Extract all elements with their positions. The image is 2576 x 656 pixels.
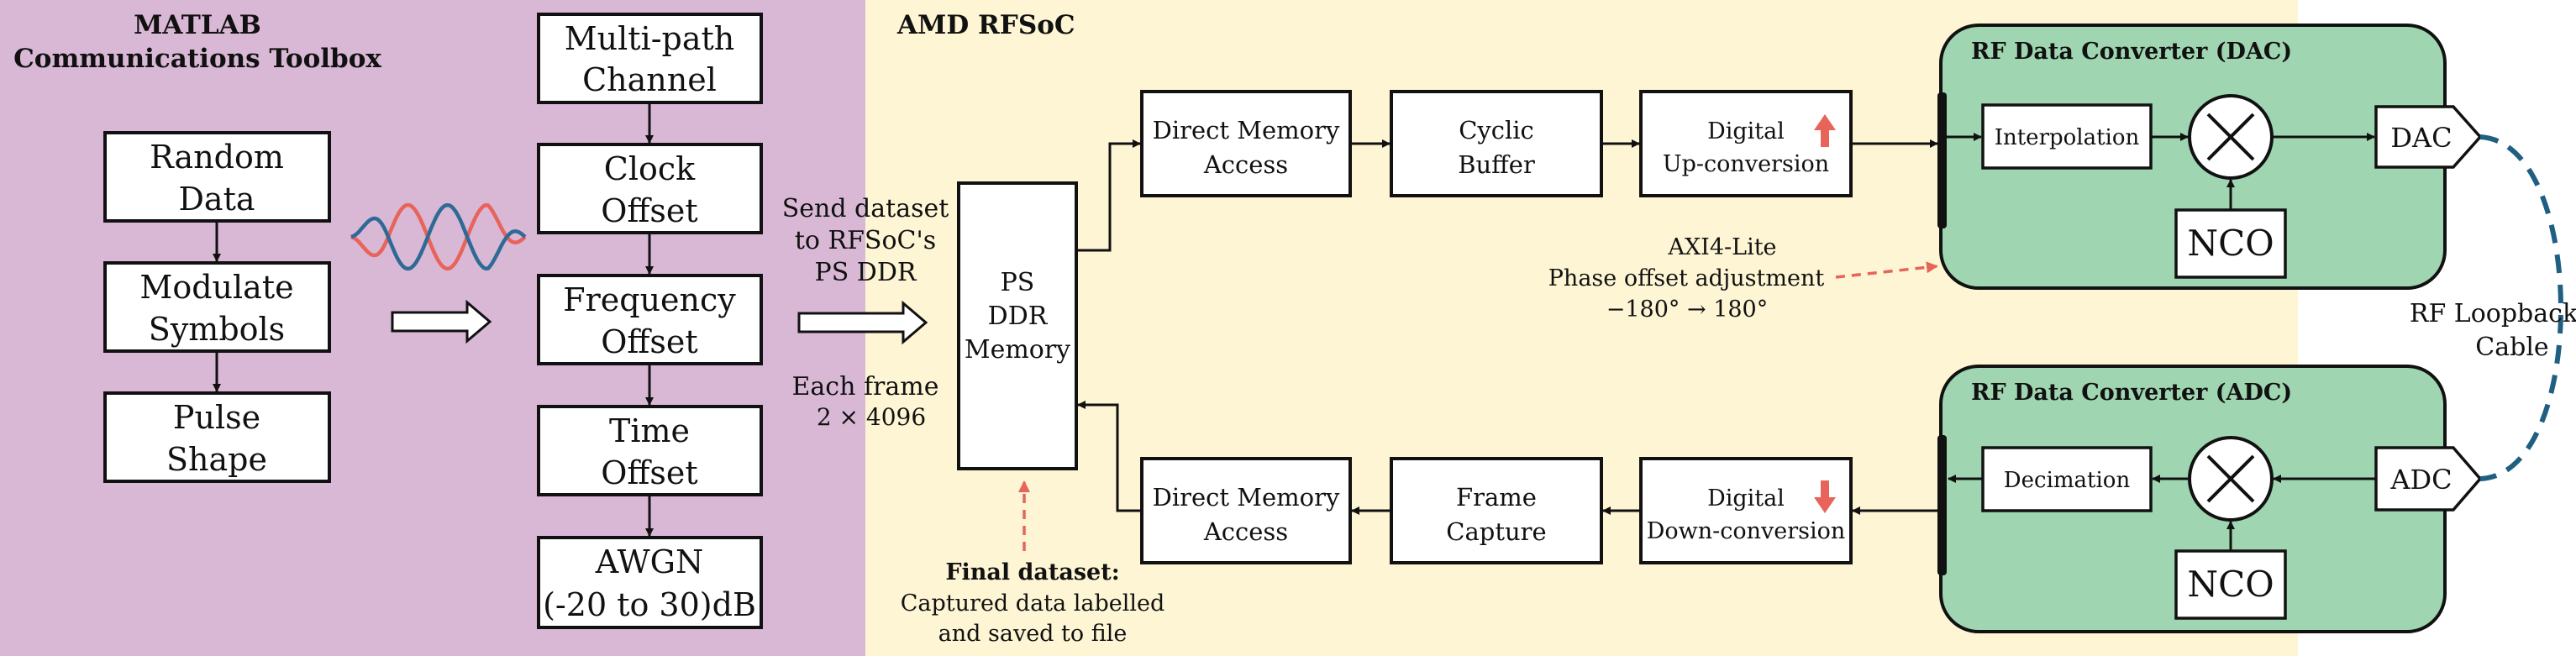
awgn-block: AWGN (-20 to 30)dB [537, 536, 763, 629]
frame-capture-block: Frame Capture [1390, 457, 1603, 564]
dma-bottom-label-1: Direct Memory [1153, 483, 1340, 512]
ddc-label-2: Down-conversion [1647, 518, 1846, 544]
clock-offset-label-1: Clock [604, 150, 696, 187]
adc-bus-bar [1937, 435, 1947, 575]
frame-size-line-2: 2 × 4096 [817, 403, 926, 431]
ddc-label-1: Digital [1707, 485, 1785, 512]
capture-label-2: Capture [1446, 517, 1546, 546]
dma-top-label-2: Access [1203, 150, 1288, 179]
modulate-label-1: Modulate [139, 269, 293, 306]
modulate-symbols-block: Modulate Symbols [103, 261, 331, 353]
adc-port-label: ADC [2389, 464, 2452, 496]
dac-converter-title: RF Data Converter (DAC) [1971, 39, 2292, 65]
up-arrow-icon [1814, 114, 1836, 147]
clock-offset-label-2: Offset [601, 192, 697, 229]
decimation-label: Decimation [2004, 468, 2131, 493]
time-offset-label-2: Offset [601, 454, 697, 491]
final-dataset-title: Final dataset: [945, 559, 1119, 585]
dma-top-block: Direct Memory Access [1140, 90, 1352, 197]
freq-offset-label-1: Frequency [563, 281, 736, 318]
frame-size-line-1: Each frame [792, 372, 939, 401]
adc-nco-block [2174, 549, 2287, 620]
phase-offset-label: Phase offset adjustment [1548, 265, 1825, 291]
modulate-label-2: Symbols [149, 311, 285, 348]
interpolation-label: Interpolation [1995, 125, 2140, 150]
digital-upconversion-block: Digital Up-conversion [1639, 90, 1853, 197]
decimation-block [1981, 446, 2153, 512]
adc-port [2374, 446, 2483, 512]
ps-label: PS [1001, 268, 1035, 297]
duc-label-2: Up-conversion [1663, 151, 1829, 177]
memory-label: Memory [965, 335, 1070, 365]
final-dataset-line-2: Captured data labelled [901, 590, 1164, 617]
cyclic-buffer-block: Cyclic Buffer [1390, 90, 1603, 197]
waveform-icon [350, 202, 527, 271]
clock-offset-block: Clock Offset [537, 143, 763, 234]
awgn-label-1: AWGN [595, 543, 704, 580]
adc-converter-title: RF Data Converter (ADC) [1971, 380, 2292, 406]
axi-note-arrow [1835, 261, 1938, 279]
down-arrow-icon [1814, 480, 1836, 513]
final-dataset-line-3: and saved to file [938, 621, 1128, 647]
loopback-label-1: RF Loopback [2410, 299, 2576, 328]
multipath-label-1: Multi-path [565, 20, 735, 57]
dma-top-label-1: Direct Memory [1153, 116, 1340, 144]
rf-data-converter-adc: RF Data Converter (ADC) Decimation NCO A… [1937, 365, 2483, 633]
rf-loopback-cable [2479, 134, 2563, 481]
hollow-arrow-to-rfsoc [797, 300, 928, 345]
duc-label-1: Digital [1707, 118, 1785, 144]
cyclic-label-2: Buffer [1458, 150, 1535, 179]
adc-nco-label: NCO [2187, 564, 2274, 605]
dac-port [2374, 105, 2483, 169]
cyclic-label-1: Cyclic [1459, 116, 1534, 144]
loopback-label-2: Cable [2475, 333, 2548, 362]
waveform-red [350, 202, 527, 271]
ps-ddr-memory-block: PS DDR Memory [957, 181, 1078, 470]
dac-nco-label: NCO [2187, 223, 2274, 264]
random-data-label-2: Data [178, 181, 255, 218]
phase-range-label: −180° → 180° [1606, 297, 1768, 323]
ps-to-dma-top-arrow [1076, 139, 1141, 252]
send-dataset-line-2: to RFSoC's [795, 226, 936, 255]
ddr-label: DDR [988, 302, 1049, 331]
capture-label-1: Frame [1456, 483, 1537, 512]
dma-bottom-to-ps-arrow [1077, 401, 1142, 512]
dma-bottom-label-2: Access [1203, 517, 1288, 546]
frequency-offset-block: Frequency Offset [537, 274, 763, 365]
dac-port-label: DAC [2390, 122, 2452, 154]
rf-data-converter-dac: RF Data Converter (DAC) Interpolation NC… [1937, 24, 2483, 290]
digital-downconversion-block: Digital Down-conversion [1639, 457, 1853, 564]
waveform-blue [350, 202, 527, 271]
axi-lite-label: AXI4-Lite [1667, 234, 1776, 260]
adc-mixer-icon [2188, 436, 2274, 522]
rfsoc-title: AMD RFSoC [896, 10, 1075, 40]
dac-bus-bar [1937, 92, 1947, 228]
random-data-block: Random Data [103, 131, 331, 223]
pulse-shape-label-2: Shape [166, 441, 267, 478]
hollow-arrow-to-channel [391, 299, 492, 344]
random-data-label-1: Random [150, 139, 284, 176]
pulse-shape-label-1: Pulse [173, 399, 260, 436]
multipath-channel-block: Multi-path Channel [537, 13, 763, 104]
freq-offset-label-2: Offset [601, 323, 697, 360]
pulse-shape-block: Pulse Shape [103, 391, 331, 483]
send-dataset-line-1: Send dataset [782, 194, 949, 223]
time-offset-block: Time Offset [537, 405, 763, 496]
matlab-subtitle: Communications Toolbox [13, 44, 381, 74]
time-offset-label-1: Time [609, 412, 690, 449]
dma-bottom-block: Direct Memory Access [1140, 457, 1352, 564]
multipath-label-2: Channel [582, 61, 717, 98]
dac-mixer-icon [2188, 94, 2274, 180]
send-dataset-line-3: PS DDR [815, 258, 917, 287]
awgn-label-2: (-20 to 30)dB [543, 586, 756, 623]
matlab-title: MATLAB [134, 10, 261, 40]
dac-nco-block [2174, 208, 2287, 279]
